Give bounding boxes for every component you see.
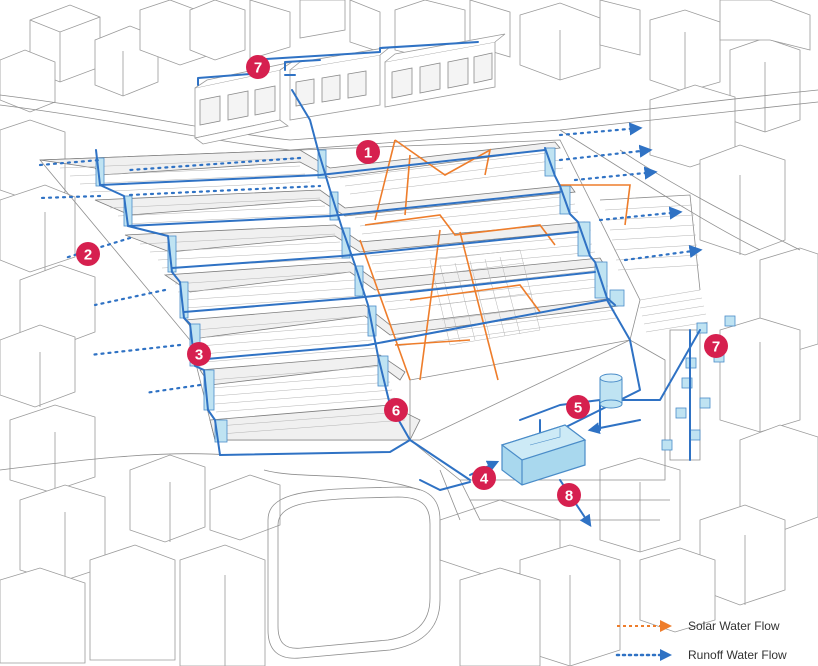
legend-runoff-entry: Runoff Water Flow: [615, 648, 787, 662]
top-houses: [194, 33, 506, 145]
svg-text:4: 4: [480, 471, 489, 488]
badge-6: 6: [384, 398, 408, 422]
svg-text:8: 8: [565, 488, 573, 505]
svg-text:1: 1: [364, 145, 372, 162]
badge-3: 3: [187, 342, 211, 366]
legend-runoff-arrow-icon: [660, 649, 672, 661]
badge-4: 4: [472, 466, 496, 490]
legend-solar-arrow-icon: [660, 620, 672, 632]
svg-text:7: 7: [254, 60, 262, 77]
legend-solar-label: Solar Water Flow: [688, 619, 780, 633]
badge-5: 5: [566, 395, 590, 419]
badge-2: 2: [76, 242, 100, 266]
legend: Solar Water Flow Runoff Water Flow: [615, 619, 787, 662]
storage-tank-large: [500, 424, 587, 486]
svg-text:5: 5: [574, 400, 582, 417]
badge-1: 1: [356, 140, 380, 164]
svg-text:7: 7: [712, 339, 720, 356]
legend-solar-entry: Solar Water Flow: [617, 619, 780, 633]
svg-text:3: 3: [195, 347, 203, 364]
badge-8: 8: [557, 483, 581, 507]
badge-7-right: 7: [704, 334, 728, 358]
svg-text:6: 6: [392, 403, 400, 420]
svg-text:2: 2: [84, 247, 92, 264]
storage-tank-cylinder: [599, 373, 623, 409]
badge-7-top: 7: [246, 55, 270, 79]
legend-runoff-label: Runoff Water Flow: [688, 648, 787, 662]
